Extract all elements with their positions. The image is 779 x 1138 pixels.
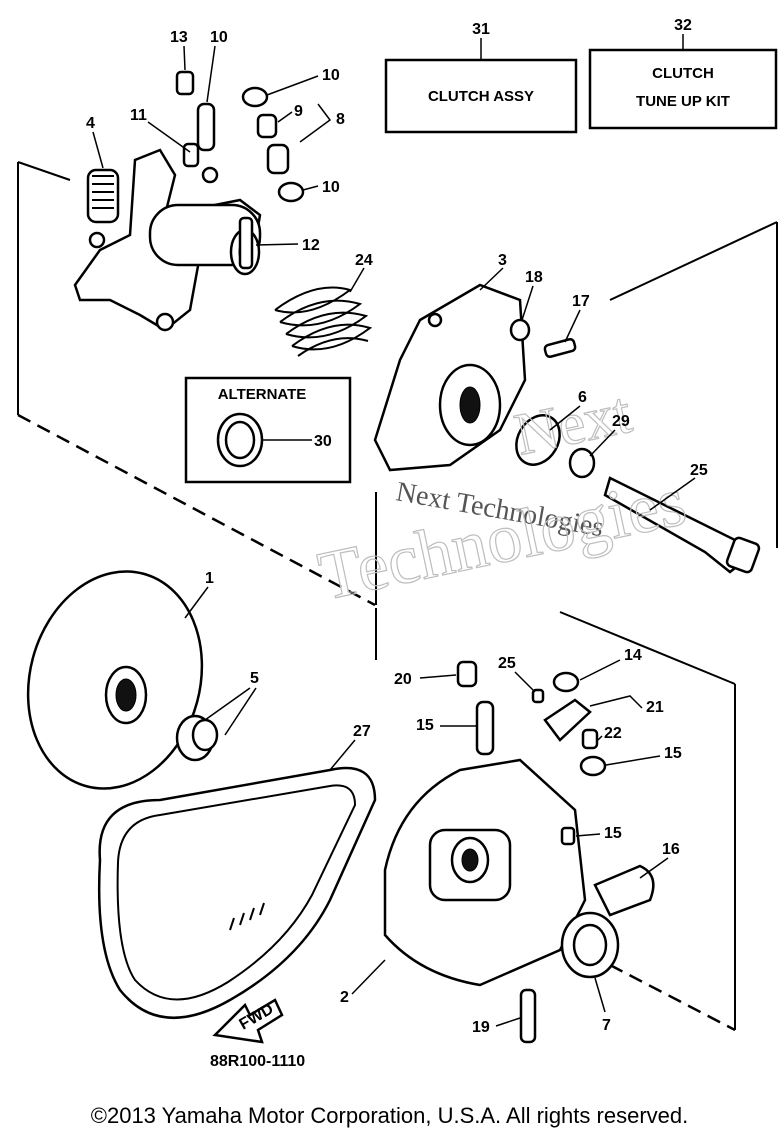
callout-8: 8 <box>336 111 345 128</box>
parts-diagram: CLUTCH ASSY 31 CLUTCH TUNE UP KIT 32 <box>17 17 778 1070</box>
part-1-sheave <box>26 570 204 790</box>
fwd-arrow-icon: FWD <box>212 998 284 1044</box>
copyright-text: ©2013 Yamaha Motor Corporation, U.S.A. A… <box>90 1103 689 1128</box>
part-26-spring <box>274 286 373 357</box>
callout-12: 11 <box>130 107 147 124</box>
part-4-shaft-spider <box>73 148 262 332</box>
alternate-box: ALTERNATE 30 <box>184 376 352 484</box>
callout-32: 32 <box>674 17 692 34</box>
callout-31: 31 <box>472 21 490 38</box>
callout-15a: 14 <box>624 647 642 664</box>
part-5-bushing <box>175 714 219 762</box>
callout-22: 20 <box>394 671 412 688</box>
callout-15b: 15 <box>664 745 682 762</box>
callout-9: 9 <box>294 103 303 120</box>
tune-up-kit-box: CLUTCH TUNE UP KIT 32 <box>588 17 778 130</box>
callout-28: 29 <box>612 413 630 430</box>
upper-small-parts <box>175 70 761 574</box>
callout-24: 22 <box>604 725 622 742</box>
callout-18: 16 <box>662 841 680 858</box>
callout-11: 10 <box>210 29 228 46</box>
callout-23: 21 <box>646 699 664 716</box>
tune-up-kit-line2: TUNE UP KIT <box>636 93 730 110</box>
callout-27: 25 <box>690 462 708 479</box>
callout-10b: 10 <box>322 179 340 196</box>
clutch-assy-box: CLUTCH ASSY 31 <box>384 21 578 134</box>
part-29-belt <box>97 766 377 1019</box>
alternate-label: ALTERNATE <box>218 386 307 403</box>
callout-5: 5 <box>250 670 259 687</box>
callout-26: 24 <box>355 252 373 269</box>
callout-2: 2 <box>340 989 349 1006</box>
callout-7: 7 <box>602 1017 611 1034</box>
tune-up-kit-line1: CLUTCH <box>652 65 714 82</box>
part-3-cover-plate <box>373 283 527 472</box>
callout-1: 1 <box>205 570 214 587</box>
callout-14: 13 <box>170 29 188 46</box>
lower-frame <box>375 608 736 1032</box>
part-2-secondary <box>383 758 587 987</box>
callout-17: 15 <box>604 825 622 842</box>
callout-25: 25 <box>498 655 516 672</box>
watermark-line3: Technologies <box>312 463 692 616</box>
callout-30: 30 <box>314 433 332 450</box>
callout-10a: 10 <box>322 67 340 84</box>
callouts: 13 10 11 4 10 9 8 10 12 24 3 18 <box>86 29 708 1036</box>
callout-20: 18 <box>525 269 543 286</box>
callout-21: 19 <box>472 1019 490 1036</box>
callout-13: 12 <box>302 237 320 254</box>
callout-3: 3 <box>498 252 507 269</box>
clutch-assy-label: CLUTCH ASSY <box>428 88 534 105</box>
callout-6: 6 <box>578 389 587 406</box>
callout-16: 15 <box>416 717 434 734</box>
lower-small-parts <box>456 660 655 1044</box>
callout-29: 27 <box>353 723 371 740</box>
upper-frame <box>17 161 778 607</box>
callout-4: 4 <box>86 115 95 132</box>
diagram-code: 88R100-1110 <box>210 1053 305 1070</box>
callout-19: 17 <box>572 293 590 310</box>
